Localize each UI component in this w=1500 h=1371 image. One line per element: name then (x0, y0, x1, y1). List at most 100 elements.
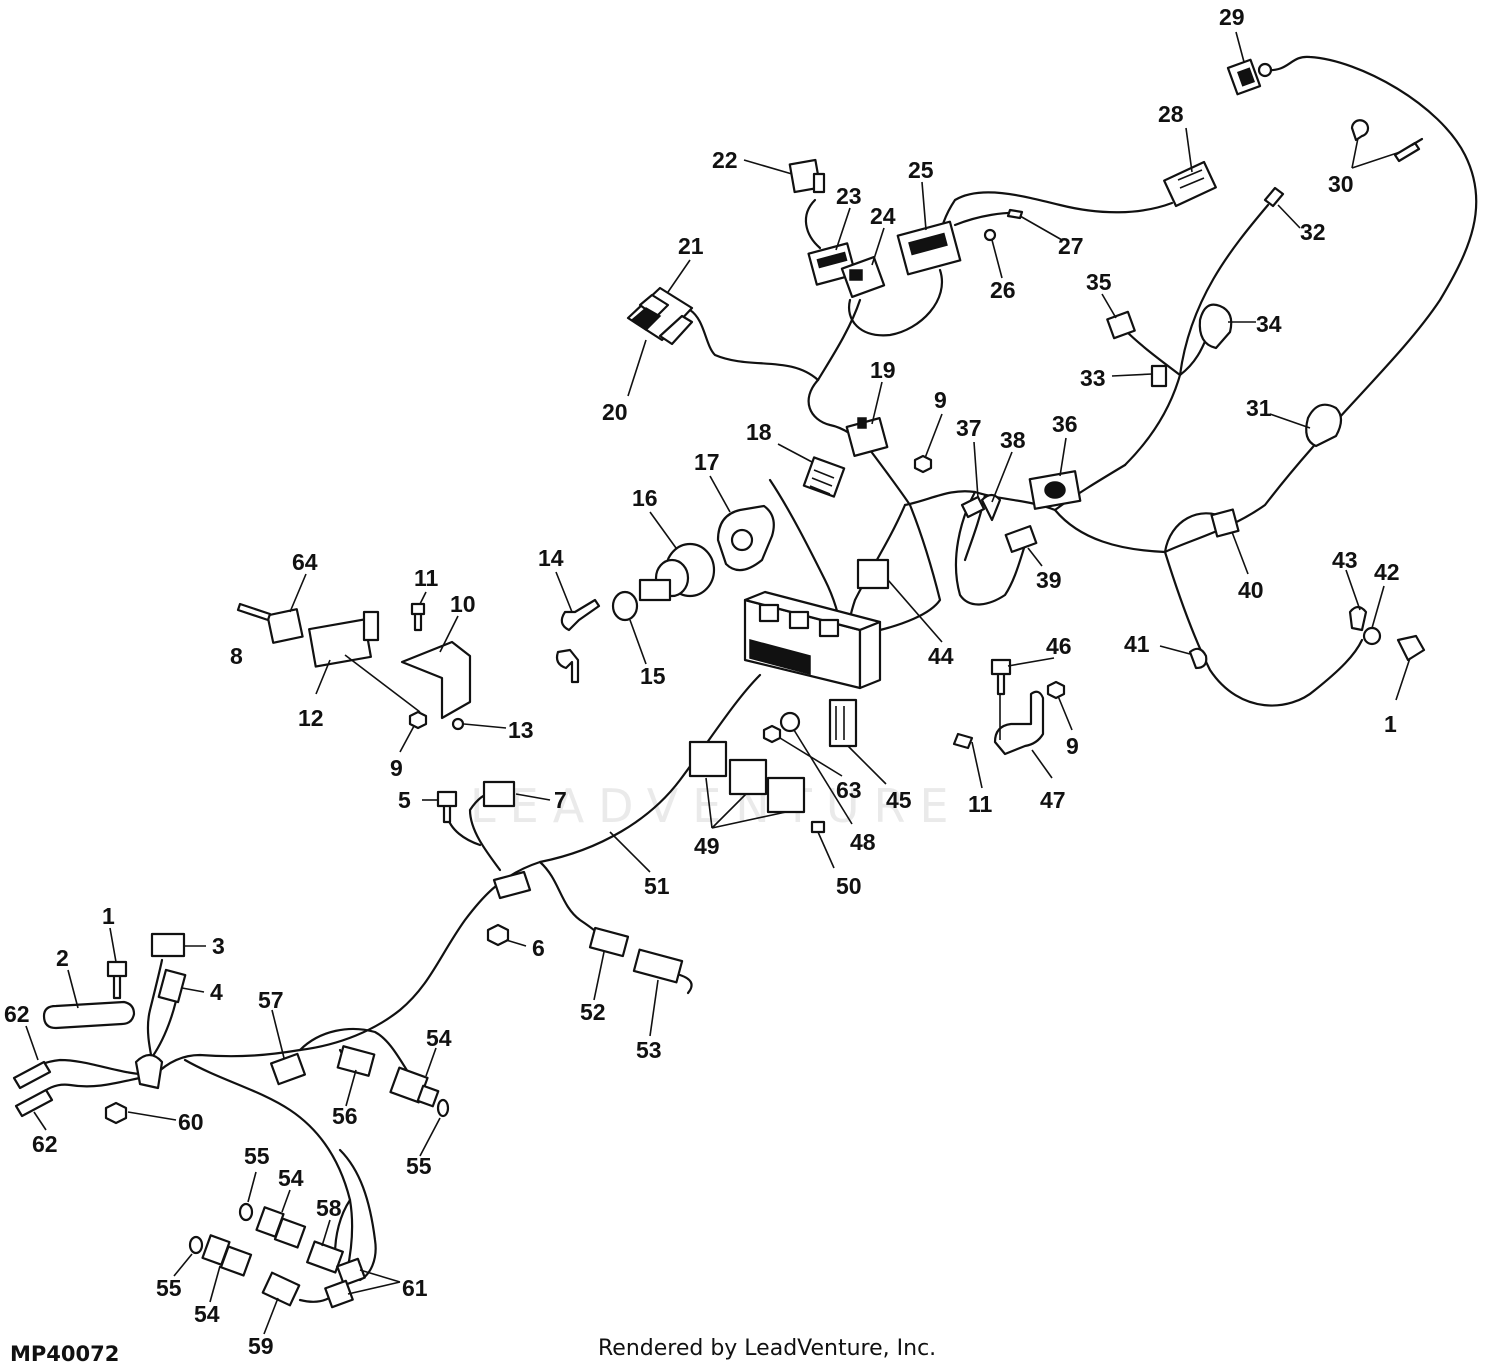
callout-47: 47 (1040, 787, 1066, 813)
callout-18: 18 (746, 419, 772, 445)
part-15-nut (611, 590, 639, 622)
drawing-id: MP40072 (10, 1342, 120, 1366)
callout-59: 59 (248, 1333, 274, 1359)
callout-54-bottom: 54 (194, 1301, 220, 1327)
callout-9-top: 9 (934, 387, 947, 413)
callout-21: 21 (678, 233, 704, 259)
callout-42: 42 (1374, 559, 1400, 585)
callout-35: 35 (1086, 269, 1112, 295)
part-57-connector (269, 1052, 307, 1086)
callout-13: 13 (508, 717, 534, 743)
part-53-switch (632, 948, 693, 995)
callout-39: 39 (1036, 567, 1062, 593)
callout-6: 6 (532, 935, 545, 961)
callout-41: 41 (1124, 631, 1150, 657)
part-18-fuse (802, 456, 846, 498)
callout-1-left: 1 (102, 903, 115, 929)
harness-clamp (492, 870, 532, 900)
part-62-terminal-b (14, 1088, 54, 1118)
callout-4: 4 (210, 979, 223, 1005)
part-44-45-fuse-block (743, 558, 890, 748)
part-59-connector (261, 1271, 301, 1307)
part-9-nut-top (913, 454, 933, 474)
part-9-nut-left (408, 710, 428, 730)
part-1-bolt-left (106, 960, 128, 1000)
callout-25: 25 (908, 157, 934, 183)
callout-55-bottom: 55 (156, 1275, 182, 1301)
callout-27: 27 (1058, 233, 1084, 259)
callout-29: 29 (1219, 4, 1245, 30)
part-41-clip (1188, 647, 1208, 670)
callout-46: 46 (1046, 633, 1072, 659)
callout-5: 5 (398, 787, 411, 813)
part-30-terminal (1350, 119, 1424, 163)
leader-lines (25, 31, 1411, 1335)
callout-24: 24 (870, 203, 896, 229)
callout-51: 51 (644, 873, 670, 899)
callout-32: 32 (1300, 219, 1326, 245)
part-56-connector (336, 1045, 376, 1077)
part-19-connector (845, 417, 889, 457)
callout-54-middle: 54 (278, 1165, 304, 1191)
part-25-connector (896, 220, 962, 276)
part-34-boot (1198, 303, 1233, 350)
part-5-bolt (436, 790, 458, 824)
callout-12: 12 (298, 705, 324, 731)
part-13-nut (451, 717, 465, 731)
callout-37: 37 (956, 415, 982, 441)
callout-17: 17 (694, 449, 720, 475)
callout-64: 64 (292, 549, 318, 575)
callout-45: 45 (886, 787, 912, 813)
part-49-relays (688, 740, 806, 814)
callout-16: 16 (632, 485, 658, 511)
callout-58: 58 (316, 1195, 342, 1221)
part-32-terminal (1263, 186, 1285, 208)
part-47-bracket (993, 690, 1045, 756)
callout-60: 60 (178, 1109, 204, 1135)
part-24-connector (840, 255, 886, 299)
part-50-fuse (810, 820, 826, 834)
callout-20: 20 (602, 399, 628, 425)
part-4-connector (157, 968, 187, 1004)
callout-62-top: 62 (4, 1001, 30, 1027)
part-60-nut (104, 1101, 128, 1125)
part-31-boot (1305, 403, 1343, 448)
part-7-connector (482, 780, 516, 808)
part-28-connector (1163, 160, 1217, 208)
part-14-keys (555, 598, 601, 684)
part-16-ignition-switch (638, 542, 716, 602)
part-17-ignition-housing (716, 504, 775, 572)
callout-49: 49 (694, 833, 720, 859)
callout-53: 53 (636, 1037, 662, 1063)
part-9-nut-right (1046, 680, 1066, 700)
part-33-clip (1150, 364, 1168, 388)
callout-57: 57 (258, 987, 284, 1013)
callout-50: 50 (836, 873, 862, 899)
part-26-clip (983, 228, 997, 242)
parts (12, 58, 1426, 1309)
part-11-bolt-top (410, 602, 426, 632)
callout-9-right: 9 (1066, 733, 1079, 759)
part-55-oring-top (238, 1202, 254, 1222)
callout-8: 8 (230, 643, 243, 669)
callout-61: 61 (402, 1275, 428, 1301)
part-12-switch (266, 608, 380, 668)
part-2-plate (42, 1000, 136, 1030)
part-3-connector (150, 932, 186, 958)
callout-40: 40 (1238, 577, 1264, 603)
part-22-connector (788, 158, 826, 194)
callout-labels: 29 28 30 22 23 24 25 27 26 32 21 20 35 3… (4, 4, 1400, 1359)
callout-1-right: 1 (1384, 711, 1397, 737)
callout-15: 15 (640, 663, 666, 689)
callout-11-top: 11 (414, 565, 439, 591)
part-38-terminal (980, 493, 1002, 522)
part-54-sensor-right (389, 1066, 440, 1108)
callout-31: 31 (1246, 395, 1272, 421)
callout-55-right: 55 (406, 1153, 432, 1179)
callout-26: 26 (990, 277, 1016, 303)
callout-11-right: 11 (968, 791, 993, 817)
part-54-sensor-middle (255, 1206, 307, 1249)
part-62-terminal-a (12, 1060, 52, 1090)
part-61-connectors (324, 1257, 366, 1309)
part-36-connector (1028, 470, 1082, 510)
